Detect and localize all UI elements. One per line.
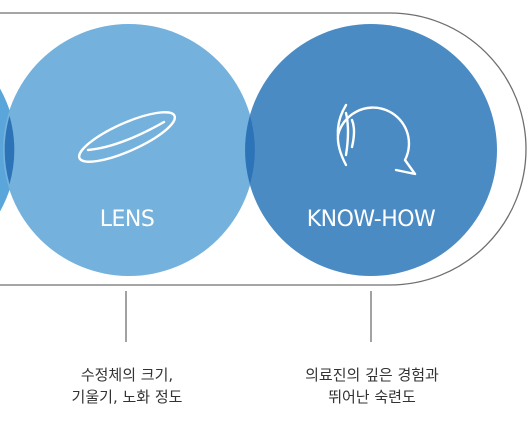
overlap-region — [245, 115, 255, 185]
eye-icon — [336, 103, 417, 176]
overlap-region-left — [4, 115, 15, 185]
knowhow-caption: 의료진의 깊은 경험과 뛰어난 숙련도 — [305, 364, 439, 408]
knowhow-caption-line-2: 뛰어난 숙련도 — [328, 388, 416, 406]
lens-label: LENS — [99, 207, 155, 232]
lens-caption-line-1: 수정체의 크기, — [80, 366, 174, 384]
knowhow-caption-line-1: 의료진의 깊은 경험과 — [305, 366, 439, 384]
lens-caption: 수정체의 크기, 기울기, 노화 정도 — [72, 364, 183, 408]
knowhow-circle — [245, 24, 497, 276]
frame-outline — [0, 12, 527, 286]
lens-caption-line-2: 기울기, 노화 정도 — [71, 388, 183, 406]
knowhow-label: KNOW-HOW — [306, 207, 436, 232]
lens-icon — [77, 111, 177, 163]
lens-circle — [3, 24, 255, 276]
